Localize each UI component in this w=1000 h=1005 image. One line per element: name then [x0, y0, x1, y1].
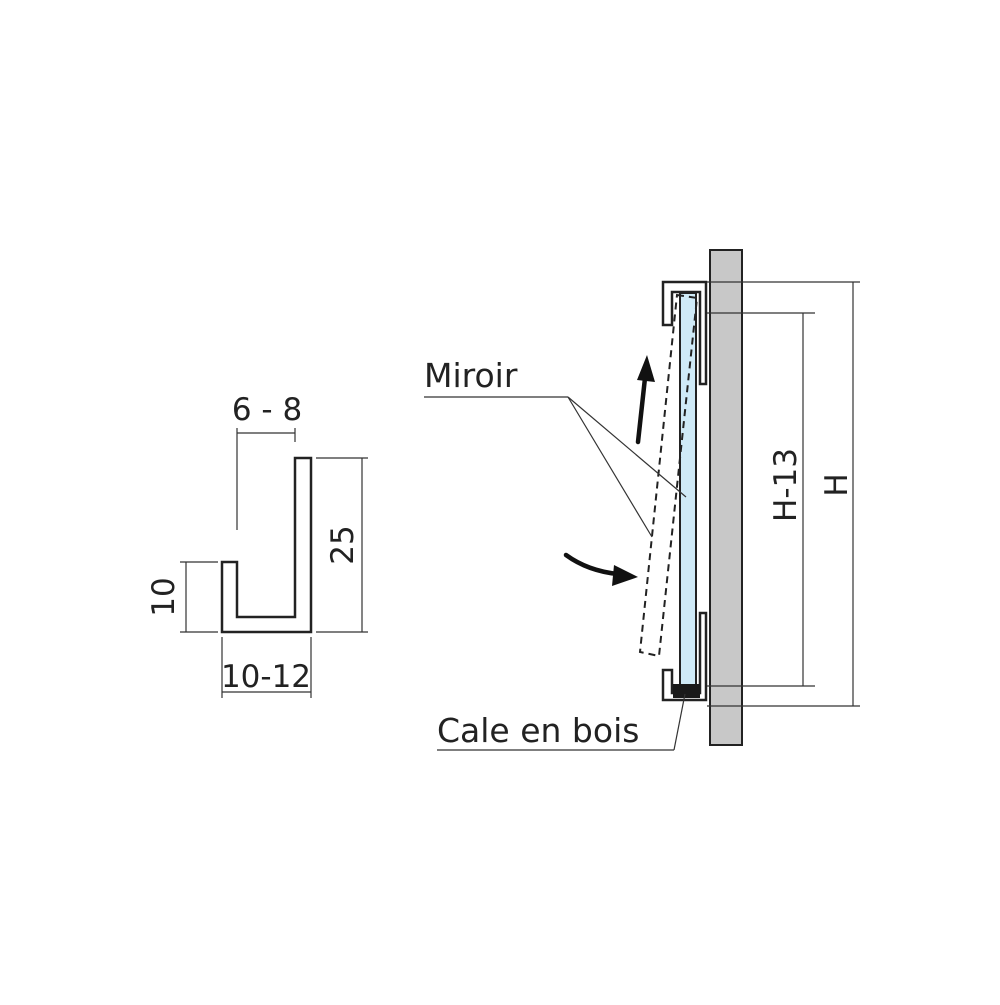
wedge-label: Cale en bois	[437, 711, 639, 750]
lift-arrow	[635, 355, 655, 445]
mirror-tilted-outline	[638, 293, 699, 658]
mirror-glass	[679, 292, 697, 687]
lip-dimension-label: 10	[146, 577, 182, 616]
mirror-callout: Miroir	[424, 356, 687, 538]
lip-dimension: 10	[146, 561, 218, 633]
height-dimension: 25	[316, 457, 368, 633]
wedge-callout: Cale en bois	[437, 693, 686, 751]
swing-arrow	[563, 552, 638, 586]
bottom-profile	[661, 611, 708, 702]
opening-dimension: 6 - 8	[232, 392, 302, 530]
total-height-label: H	[819, 473, 855, 496]
wood-wedge	[673, 684, 700, 698]
installation-view: Miroir Cale en bois H-13 H	[424, 249, 860, 751]
top-profile	[661, 280, 708, 386]
j-profile-shape	[220, 456, 313, 634]
j-profile-detail: 6 - 8 25 10 10-12	[146, 392, 368, 698]
width-dimension: 10-12	[221, 637, 312, 698]
width-dimension-label: 10-12	[221, 659, 311, 695]
opening-dimension-label: 6 - 8	[232, 392, 302, 428]
wall	[709, 249, 743, 746]
height-dimension-label: 25	[325, 525, 361, 564]
inner-height-label: H-13	[768, 448, 804, 522]
total-height-dimension: H	[707, 281, 860, 707]
inner-height-dimension: H-13	[707, 312, 815, 687]
mirror-label: Miroir	[424, 356, 518, 395]
